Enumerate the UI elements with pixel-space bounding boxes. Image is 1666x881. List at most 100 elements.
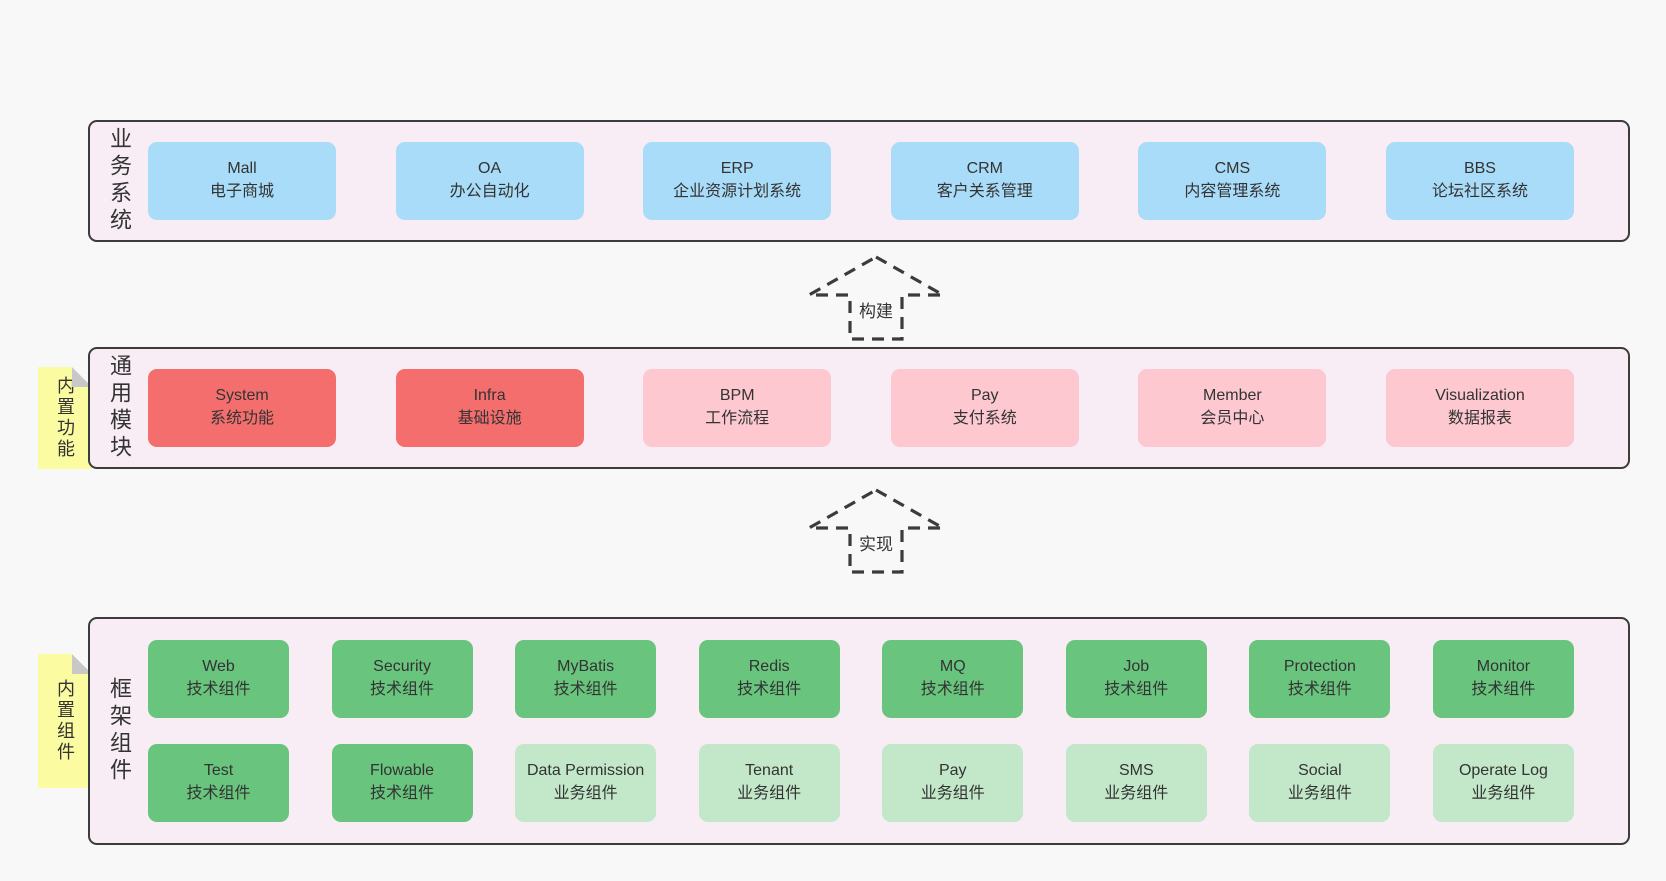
box-title: BBS xyxy=(1463,160,1496,178)
module-box-mall: Mall 电子商城 xyxy=(148,142,336,220)
box-title: ERP xyxy=(720,160,754,178)
box-title: MyBatis xyxy=(557,658,615,676)
sticky-note-builtin-features: 内置功能 xyxy=(38,367,92,469)
box-subtitle: 内容管理系统 xyxy=(1184,183,1281,200)
module-box-visualization: Visualization 数据报表 xyxy=(1385,369,1574,447)
layer-business-systems: 业务系统 Mall 电子商城 OA 办公自动化 ERP 企业资源计划系统 CRM 客户关系管理… xyxy=(88,120,1630,242)
module-box-oa: OA 办公自动化 xyxy=(395,142,584,220)
box-title: Test xyxy=(203,762,234,780)
sticky-note-label: 内置组件 xyxy=(55,679,75,763)
module-box-mq: MQ 技术组件 xyxy=(882,640,1024,718)
box-title: Infra xyxy=(473,387,506,405)
box-title: Social xyxy=(1298,762,1342,780)
module-box-infra: Infra 基础设施 xyxy=(395,369,584,447)
box-title: SMS xyxy=(1118,762,1154,780)
box-subtitle: 系统功能 xyxy=(209,410,274,427)
box-subtitle: 数据报表 xyxy=(1447,410,1512,427)
box-title: Mall xyxy=(227,160,257,178)
box-subtitle: 电子商城 xyxy=(209,183,274,200)
box-subtitle: 技术组件 xyxy=(186,785,251,802)
arrow-up-build: 构建 xyxy=(806,254,946,342)
arrow-up-implement: 实现 xyxy=(806,487,946,575)
box-subtitle: 业务组件 xyxy=(1104,785,1169,802)
box-title: Security xyxy=(373,658,431,676)
layer-container-business: 业务系统 Mall 电子商城 OA 办公自动化 ERP 企业资源计划系统 CRM 客户关系管理… xyxy=(88,120,1630,242)
box-title: Pay xyxy=(938,762,967,780)
module-box-sms: SMS 业务组件 xyxy=(1065,744,1207,822)
module-box-erp: ERP 企业资源计划系统 xyxy=(643,142,832,220)
box-subtitle: 业务组件 xyxy=(737,785,802,802)
box-subtitle: 技术组件 xyxy=(186,681,251,698)
layer-label-components: 框架组件 xyxy=(107,677,132,785)
layer-label-modules: 通用模块 xyxy=(107,354,132,462)
module-box-data-permission: Data Permission 业务组件 xyxy=(515,744,657,822)
box-subtitle: 技术组件 xyxy=(920,681,985,698)
module-box-system: System 系统功能 xyxy=(148,369,336,447)
box-subtitle: 企业资源计划系统 xyxy=(673,183,802,200)
box-subtitle: 业务组件 xyxy=(920,785,985,802)
box-title: CRM xyxy=(966,160,1003,178)
module-box-test: Test 技术组件 xyxy=(148,744,289,822)
module-box-bbs: BBS 论坛社区系统 xyxy=(1385,142,1574,220)
box-subtitle: 支付系统 xyxy=(952,410,1017,427)
box-subtitle: 技术组件 xyxy=(737,681,802,698)
box-subtitle: 业务组件 xyxy=(553,785,618,802)
sticky-note-builtin-components: 内置组件 xyxy=(38,654,92,788)
layer-boxes-business: Mall 电子商城 OA 办公自动化 ERP 企业资源计划系统 CRM 客户关系管理 CMS 内容… xyxy=(148,122,1628,240)
box-subtitle: 论坛社区系统 xyxy=(1431,183,1528,200)
module-box-redis: Redis 技术组件 xyxy=(698,640,840,718)
box-title: Visualization xyxy=(1435,387,1525,405)
box-title: System xyxy=(215,387,269,405)
module-box-tenant: Tenant 业务组件 xyxy=(698,744,840,822)
box-title: Web xyxy=(202,658,235,676)
sticky-note-label: 内置功能 xyxy=(55,376,75,460)
box-title: Tenant xyxy=(745,762,794,780)
box-title: Operate Log xyxy=(1458,762,1548,780)
dashed-up-arrow-icon xyxy=(806,255,946,341)
box-title: Protection xyxy=(1283,658,1356,676)
box-title: Flowable xyxy=(370,762,435,780)
box-subtitle: 基础设施 xyxy=(457,410,522,427)
box-subtitle: 技术组件 xyxy=(1104,681,1169,698)
box-title: Member xyxy=(1203,387,1262,405)
box-subtitle: 工作流程 xyxy=(705,410,770,427)
box-subtitle: 业务组件 xyxy=(1471,785,1536,802)
layer-label-business: 业务系统 xyxy=(107,127,132,235)
arrow-label-implement: 实现 xyxy=(856,530,896,555)
box-title: OA xyxy=(478,160,502,178)
module-box-cms: CMS 内容管理系统 xyxy=(1138,142,1327,220)
module-box-security: Security 技术组件 xyxy=(331,640,473,718)
box-row: Mall 电子商城 OA 办公自动化 ERP 企业资源计划系统 CRM 客户关系管理 CMS 内容… xyxy=(148,142,1574,220)
gap-build: 构建 xyxy=(0,242,1666,347)
module-box-web: Web 技术组件 xyxy=(148,640,289,718)
module-box-pay: Pay 业务组件 xyxy=(882,744,1024,822)
box-subtitle: 客户关系管理 xyxy=(936,183,1033,200)
box-title: Job xyxy=(1123,658,1150,676)
box-subtitle: 技术组件 xyxy=(553,681,618,698)
box-title: Data Permission xyxy=(526,762,645,780)
module-box-social: Social 业务组件 xyxy=(1249,744,1391,822)
box-subtitle: 业务组件 xyxy=(1287,785,1352,802)
box-title: Redis xyxy=(748,658,790,676)
box-title: CMS xyxy=(1214,160,1251,178)
box-title: MQ xyxy=(939,658,966,676)
dashed-up-arrow-icon xyxy=(806,488,946,574)
box-subtitle: 办公自动化 xyxy=(449,183,530,200)
module-box-job: Job 技术组件 xyxy=(1065,640,1207,718)
box-subtitle: 技术组件 xyxy=(370,681,435,698)
